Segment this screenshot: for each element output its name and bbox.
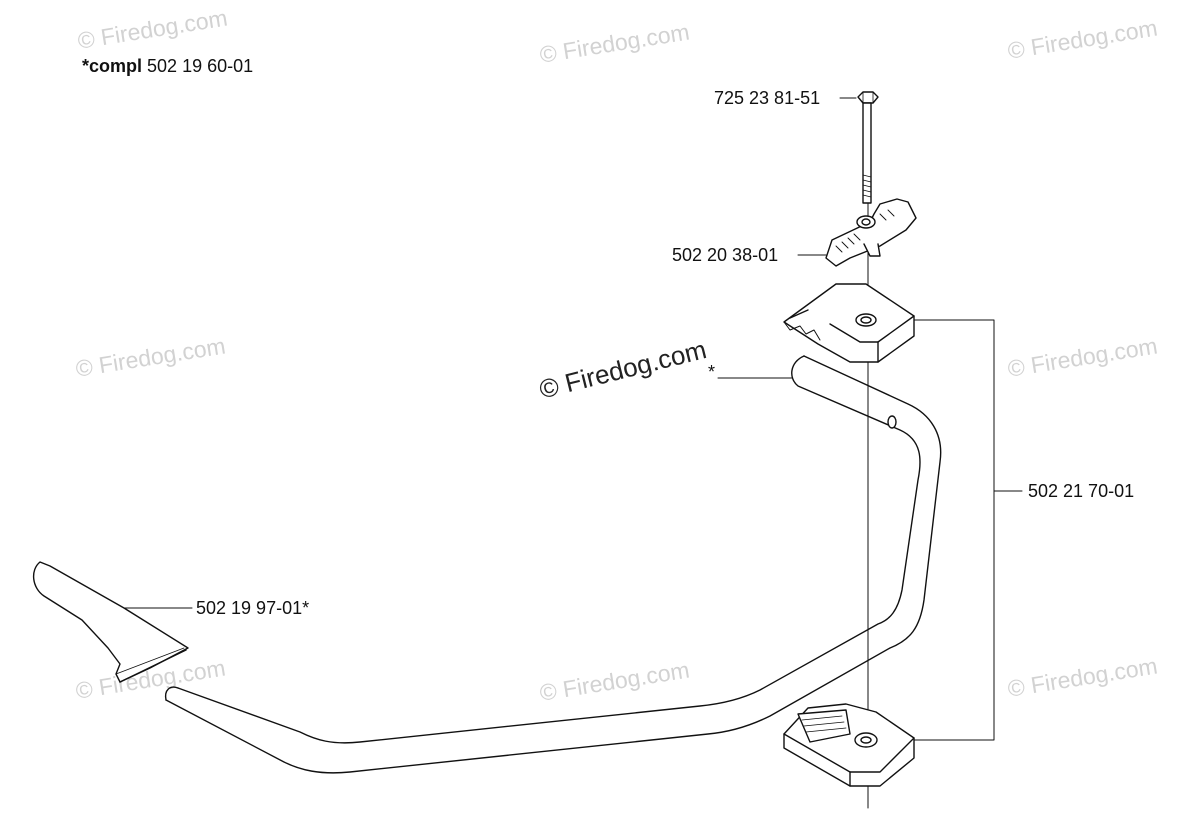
upper-clamp-icon [783, 283, 915, 363]
wing-knob-icon [825, 198, 917, 267]
grip-icon [33, 561, 189, 683]
handle-tube-icon [164, 355, 942, 774]
bolt-icon [857, 91, 879, 204]
clamp-set-part-number: 502 21 70-01 [1028, 481, 1135, 501]
compl-label: *compl 502 19 60-01 [82, 56, 253, 77]
compl-number: 502 19 60-01 [147, 56, 254, 76]
bolt-part-number: 725 23 81-51 [714, 88, 821, 108]
compl-prefix: *compl [82, 56, 143, 76]
wing-knob-part-number: 502 20 38-01 [672, 245, 779, 265]
asterisk-marker: * [708, 362, 716, 382]
grip-part-number: 502 19 97-01* [196, 598, 310, 618]
lower-clamp-icon [783, 703, 915, 787]
